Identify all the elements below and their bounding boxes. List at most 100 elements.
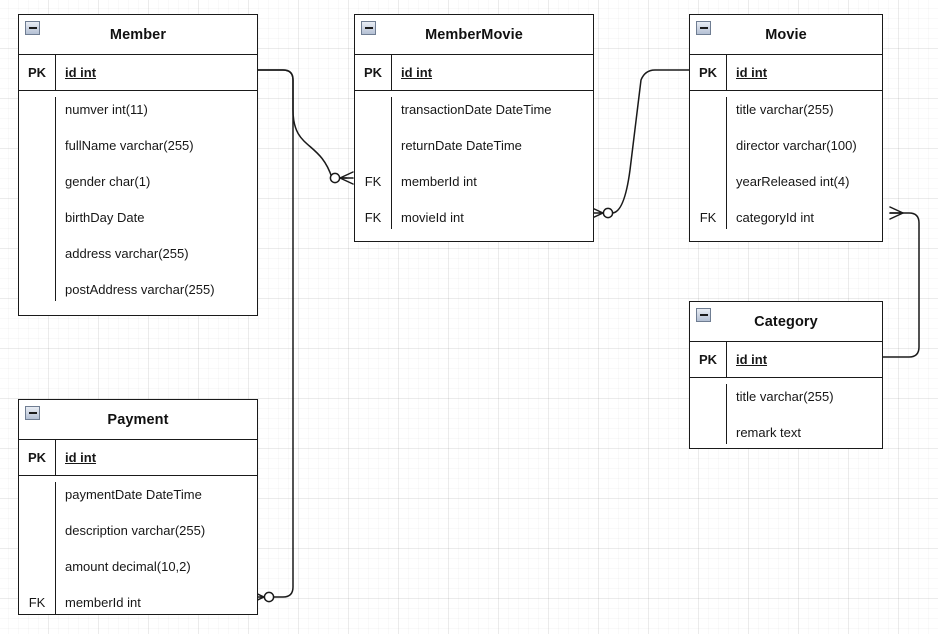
attribute-name: paymentDate DateTime: [65, 486, 202, 502]
attribute-name: fullName varchar(255): [65, 137, 194, 153]
cardinality-zero-circle: [329, 172, 341, 184]
attribute-list: title varchar(255) director varchar(100) y…: [690, 91, 882, 235]
attribute-name: movieId int: [401, 209, 464, 225]
attribute-name: id int: [736, 65, 768, 80]
attribute-name: gender char(1): [65, 173, 151, 189]
attribute-row[interactable]: address varchar(255): [19, 235, 257, 271]
attribute-row[interactable]: birthDay Date: [19, 199, 257, 235]
entity-title-bar: Category: [690, 302, 882, 342]
link-member-payment: [257, 69, 294, 598]
attribute-row[interactable]: title varchar(255): [690, 378, 882, 414]
attribute-name: returnDate DateTime: [401, 137, 522, 153]
attribute-row[interactable]: numver int(11): [19, 91, 257, 127]
attribute-name: categoryId int: [736, 209, 815, 225]
key-label: FK: [364, 209, 382, 225]
attribute-list: title varchar(255)remark text: [690, 378, 882, 450]
cardinality-zero-circle: [263, 591, 275, 603]
key-label: PK: [363, 65, 383, 80]
minus-glyph: [364, 27, 373, 29]
attribute-row[interactable]: FK movieId int: [355, 199, 593, 235]
attribute-list: numver int(11) fullName varchar(255) gende…: [19, 91, 257, 307]
key-label: FK: [364, 173, 382, 189]
attribute-name: description varchar(255): [65, 522, 206, 538]
minus-box-icon[interactable]: [25, 406, 40, 420]
column-separator: [391, 55, 392, 90]
attribute-name: memberId int: [401, 173, 477, 189]
column-separator: [55, 97, 56, 301]
attribute-row[interactable]: remark text: [690, 414, 882, 450]
attribute-name: amount decimal(10,2): [65, 558, 191, 574]
key-label: FK: [699, 209, 717, 225]
attribute-name: title varchar(255): [736, 101, 834, 117]
column-separator: [726, 384, 727, 444]
link-member-membermovie: [257, 69, 348, 179]
minus-box-icon[interactable]: [696, 308, 711, 322]
primary-key-row[interactable]: PK id int: [690, 55, 882, 91]
minus-box-icon[interactable]: [25, 21, 40, 35]
entity-name: Member: [109, 26, 167, 43]
attribute-name: postAddress varchar(255): [65, 281, 215, 297]
column-separator: [726, 342, 727, 377]
entity-name: Payment: [107, 411, 169, 428]
column-separator: [726, 97, 727, 229]
minus-glyph: [699, 314, 708, 316]
column-separator: [726, 55, 727, 90]
attribute-name: numver int(11): [65, 101, 148, 117]
attribute-list: paymentDate DateTime description varchar(…: [19, 476, 257, 620]
attribute-name: address varchar(255): [65, 245, 189, 261]
key-label: PK: [698, 352, 718, 367]
attribute-name: id int: [65, 65, 97, 80]
minus-glyph: [28, 412, 37, 414]
entity-title-bar: Movie: [690, 15, 882, 55]
attribute-row[interactable]: transactionDate DateTime: [355, 91, 593, 127]
primary-key-row[interactable]: PK id int: [19, 440, 257, 476]
cardinality-many-crowfoot: [339, 171, 354, 185]
cardinality-many-crowfoot: [889, 206, 904, 220]
column-separator: [55, 440, 56, 475]
attribute-name: id int: [65, 450, 97, 465]
attribute-row[interactable]: yearReleased int(4): [690, 163, 882, 199]
entity-name: Movie: [765, 26, 807, 43]
key-label: PK: [27, 65, 47, 80]
link-movie-membermovie: [600, 69, 690, 214]
cardinality-zero-circle: [602, 207, 614, 219]
attribute-row[interactable]: title varchar(255): [690, 91, 882, 127]
attribute-name: director varchar(100): [736, 137, 857, 153]
minus-box-icon[interactable]: [361, 21, 376, 35]
attribute-row[interactable]: postAddress varchar(255): [19, 271, 257, 307]
minus-box-icon[interactable]: [696, 21, 711, 35]
primary-key-row[interactable]: PK id int: [690, 342, 882, 378]
attribute-row[interactable]: returnDate DateTime: [355, 127, 593, 163]
attribute-name: transactionDate DateTime: [401, 101, 552, 117]
attribute-row[interactable]: paymentDate DateTime: [19, 476, 257, 512]
attribute-name: id int: [736, 352, 768, 367]
minus-glyph: [699, 27, 708, 29]
key-label: FK: [28, 594, 46, 610]
attribute-row[interactable]: amount decimal(10,2): [19, 548, 257, 584]
key-label: PK: [698, 65, 718, 80]
attribute-row[interactable]: description varchar(255): [19, 512, 257, 548]
attribute-name: birthDay Date: [65, 209, 145, 225]
link-category-movie: [882, 212, 920, 358]
minus-glyph: [28, 27, 37, 29]
attribute-row[interactable]: fullName varchar(255): [19, 127, 257, 163]
column-separator: [55, 482, 56, 614]
attribute-row[interactable]: FK memberId int: [355, 163, 593, 199]
attribute-list: transactionDate DateTime returnDate DateT…: [355, 91, 593, 235]
attribute-row[interactable]: director varchar(100): [690, 127, 882, 163]
entity-title-bar: Payment: [19, 400, 257, 440]
entity-title-bar: Member: [19, 15, 257, 55]
attribute-row[interactable]: FK categoryId int: [690, 199, 882, 235]
attribute-row[interactable]: gender char(1): [19, 163, 257, 199]
primary-key-row[interactable]: PK id int: [19, 55, 257, 91]
attribute-row[interactable]: FK memberId int: [19, 584, 257, 620]
attribute-name: memberId int: [65, 594, 141, 610]
key-label: PK: [27, 450, 47, 465]
